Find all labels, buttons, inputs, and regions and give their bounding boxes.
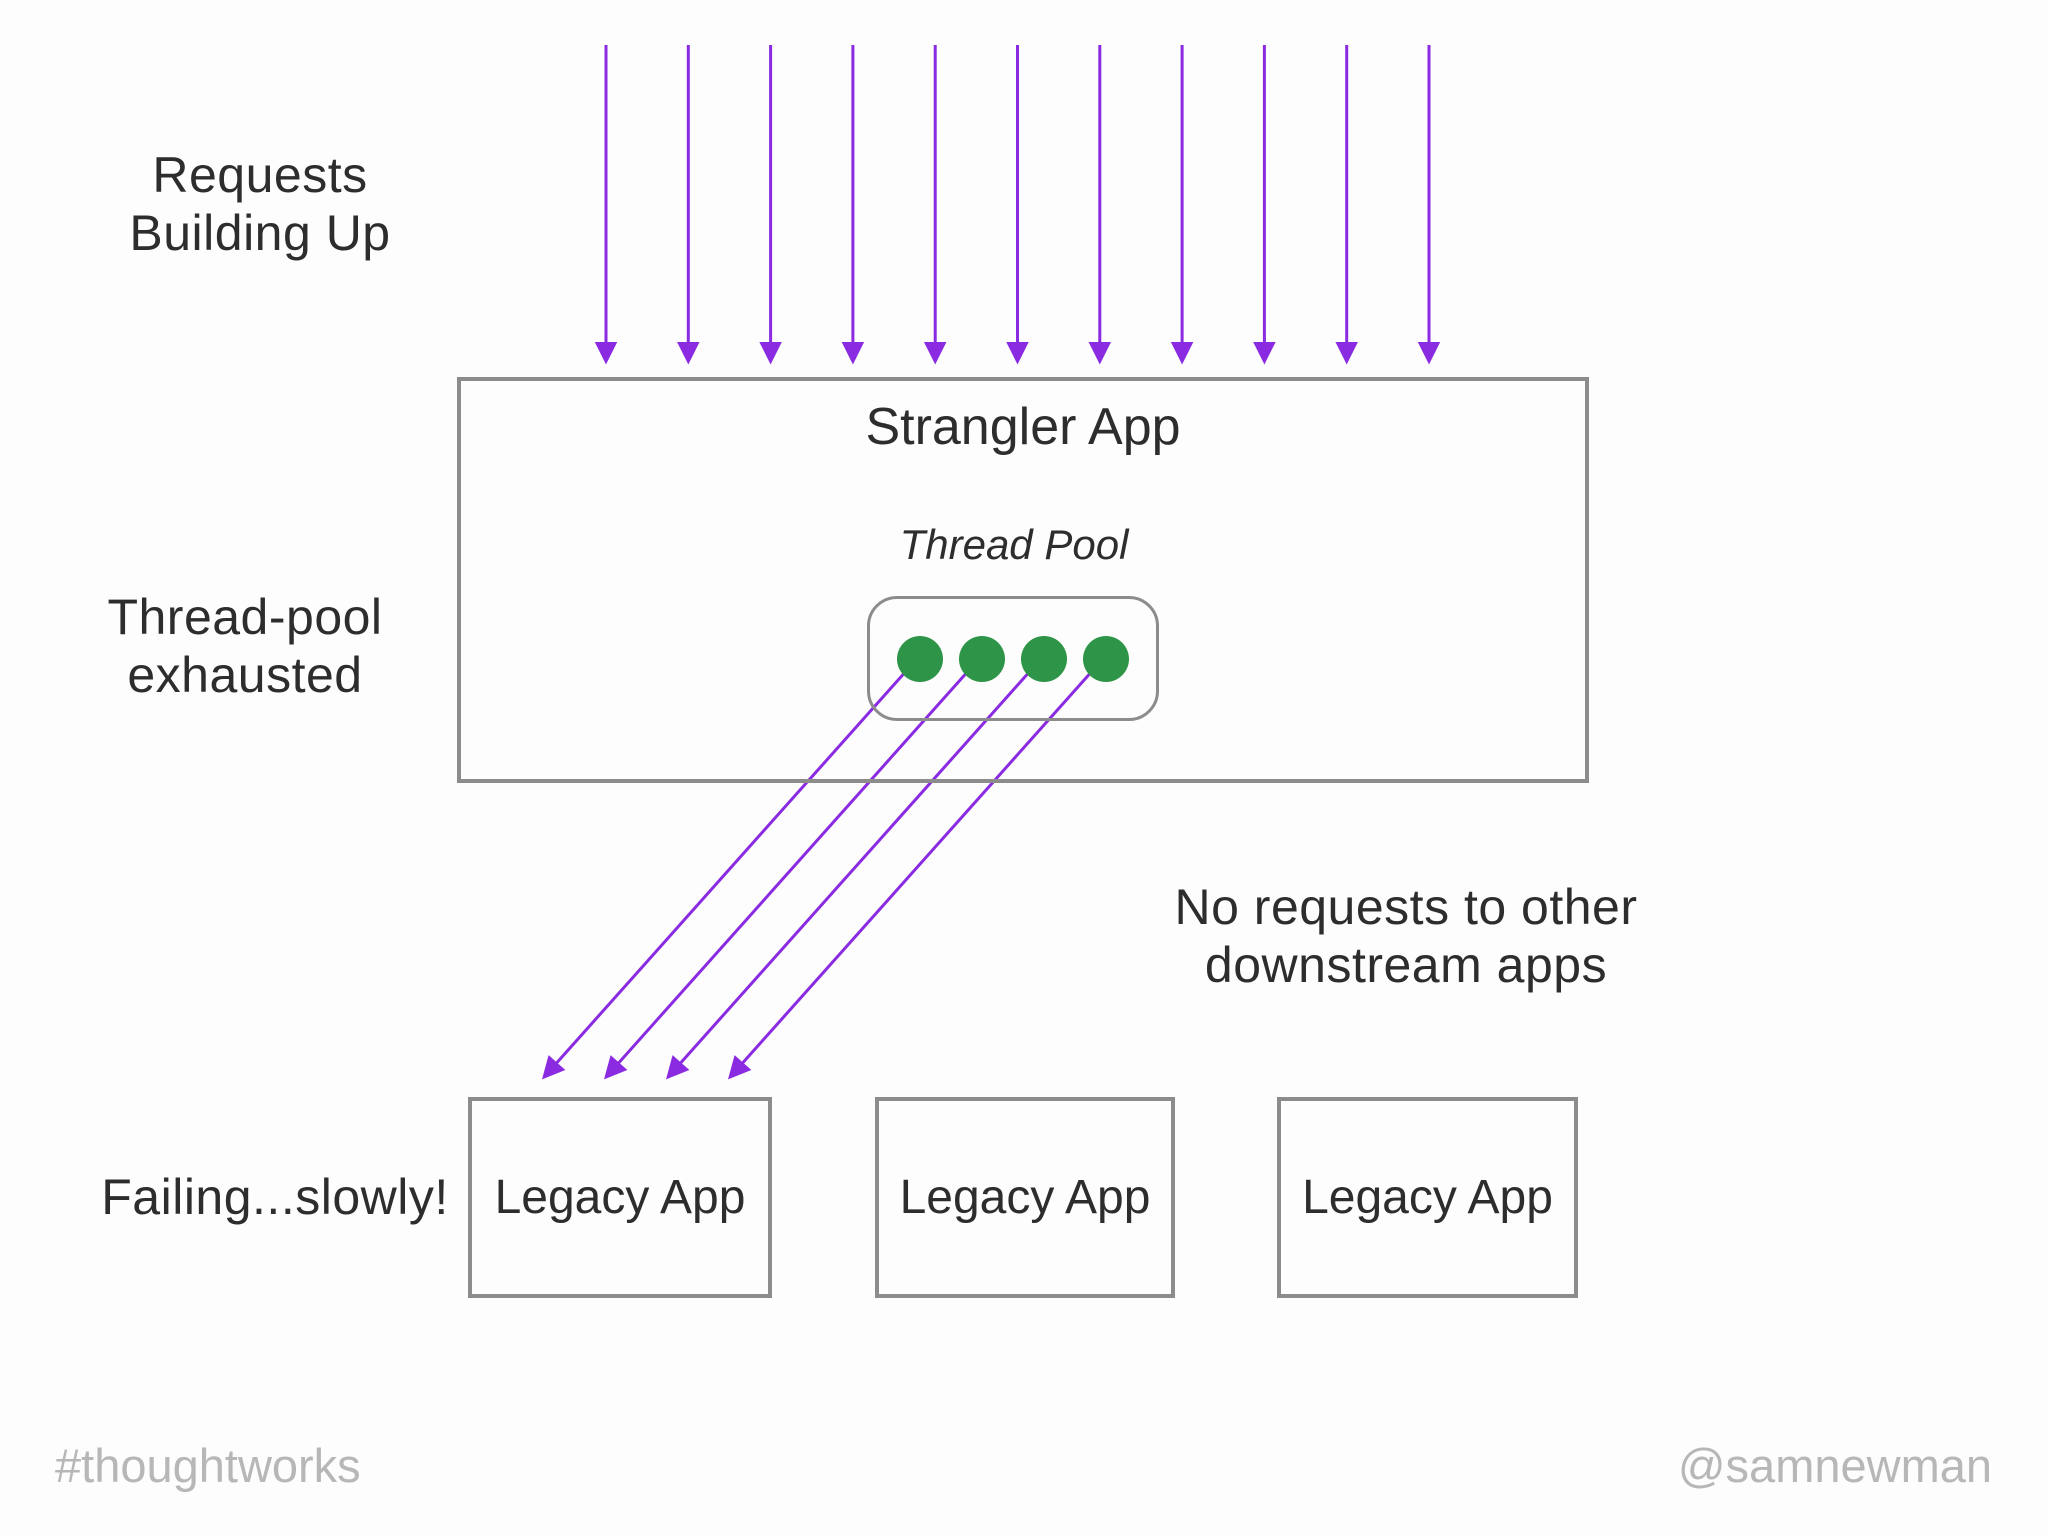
- legacy-app-label: Legacy App: [1302, 1171, 1553, 1224]
- thread-pool-label: Thread Pool: [899, 521, 1129, 568]
- label-line: Requests: [152, 147, 368, 203]
- label-requests-building-up: Requests Building Up: [60, 146, 460, 262]
- footer-handle: @samnewman: [1677, 1439, 1992, 1492]
- thread-circle: [1083, 635, 1129, 682]
- thread-pool-box: [867, 596, 1159, 721]
- label-line: No requests to other: [1174, 879, 1638, 935]
- label-failing-slowly: Failing...slowly!: [101, 1169, 449, 1225]
- legacy-app-box-2: Legacy App: [875, 1097, 1175, 1298]
- legacy-app-box-3: Legacy App: [1277, 1097, 1578, 1298]
- legacy-app-label: Legacy App: [494, 1171, 746, 1224]
- label-line: exhausted: [127, 647, 363, 703]
- label-line: Thread-pool: [107, 589, 383, 645]
- label-line: downstream apps: [1204, 937, 1608, 993]
- thread-circle: [897, 635, 943, 682]
- label-no-requests: No requests to other downstream apps: [1156, 878, 1656, 994]
- thread-circle: [959, 635, 1005, 682]
- legacy-app-label: Legacy App: [899, 1171, 1151, 1224]
- label-line: Building Up: [129, 205, 391, 261]
- label-thread-pool-exhausted: Thread-pool exhausted: [45, 588, 445, 704]
- footer-hashtag: #thoughtworks: [55, 1439, 361, 1492]
- legacy-app-box-1: Legacy App: [468, 1097, 772, 1298]
- strangler-app-box: Strangler App Thread Pool: [457, 377, 1589, 783]
- strangler-app-title: Strangler App: [865, 398, 1181, 456]
- thread-circle: [1021, 635, 1067, 682]
